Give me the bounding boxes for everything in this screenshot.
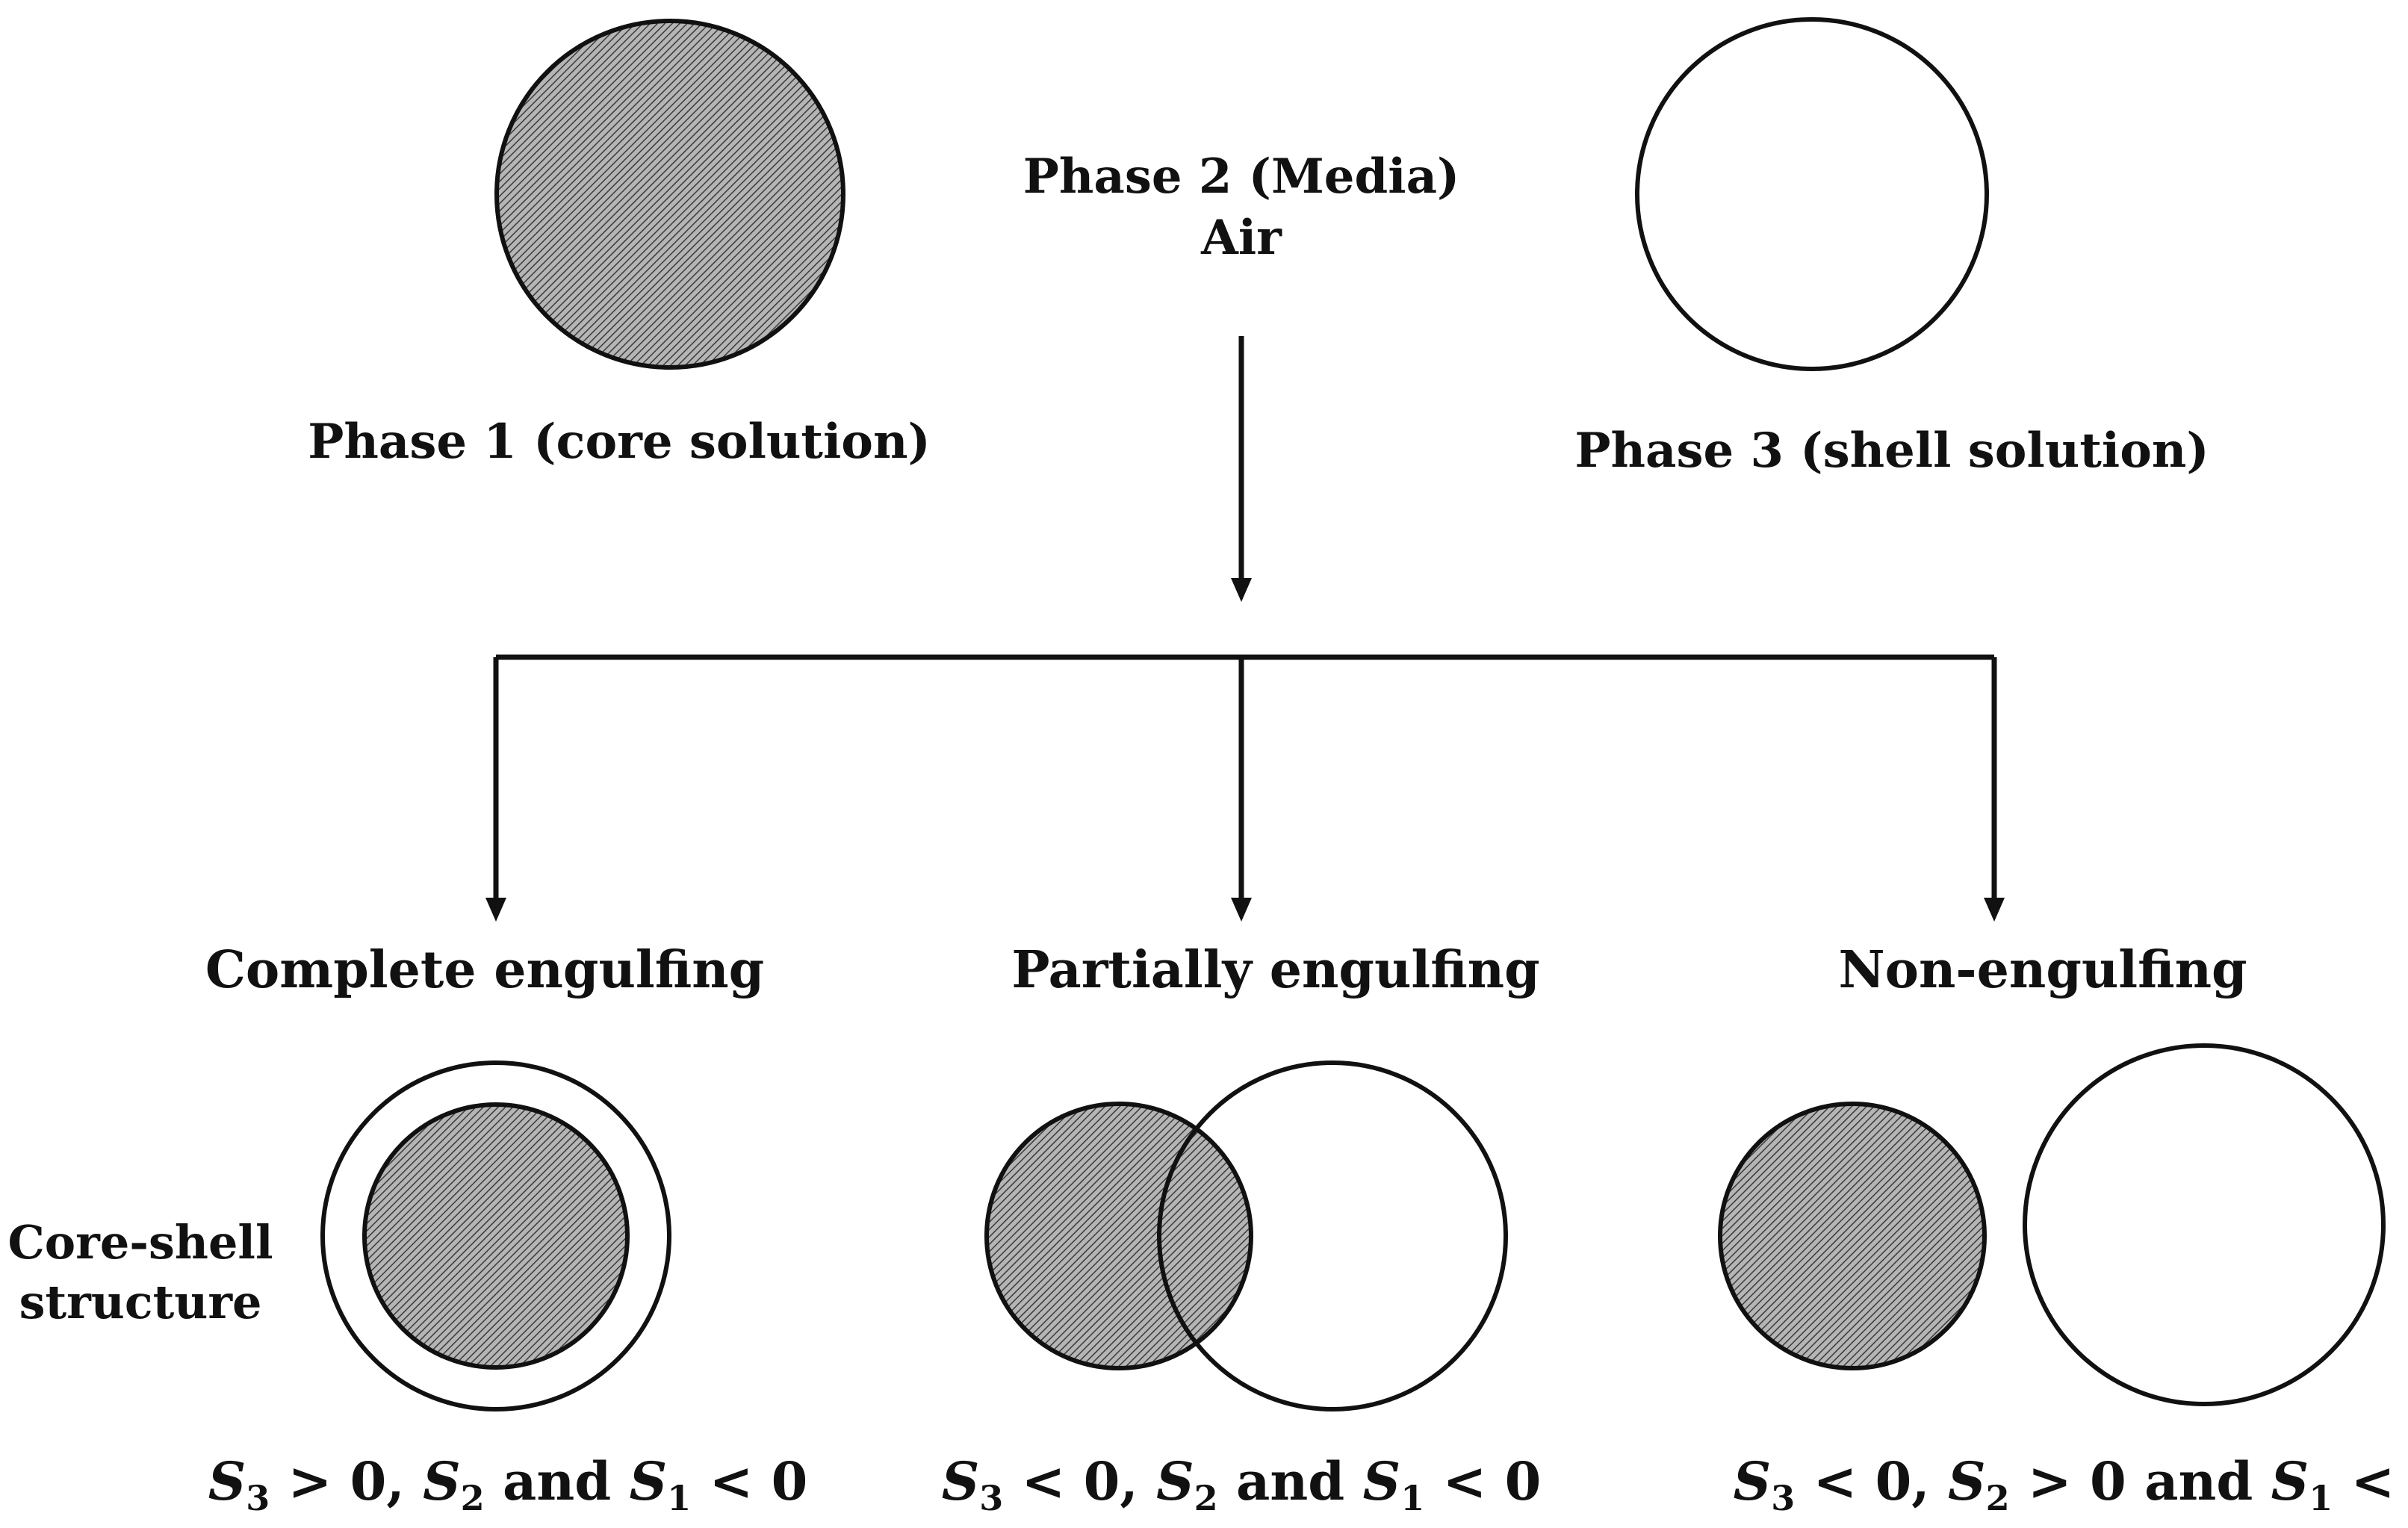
phase1-core-circle [494,19,845,370]
non-shell-circle [2023,1043,2386,1406]
outcome-title-complete: Complete engulfing [205,940,764,1000]
flow-connectors [493,336,1997,902]
right-arrowhead [1984,898,2005,922]
partial-core-circle [984,1102,1253,1370]
center-arrowhead [1231,898,1252,922]
partial-shell-circle [1157,1060,1508,1411]
outcome-title-non: Non-engulfing [1838,940,2247,1000]
outcome-title-partial: Partially engulfing [1011,940,1539,1000]
non-core-circle [1718,1102,1987,1370]
core-shell-inner-core [362,1102,630,1370]
arrowheads [485,578,2005,922]
core-shell-label-line1: Core-shell [7,1215,273,1270]
core-shell-label-line2: structure [19,1275,262,1329]
phase3-shell-circle [1635,17,1989,371]
phase1-label: Phase 1 (core solution) [308,414,931,470]
main-arrowhead [1231,578,1252,602]
condition-partial: S3 < 0, S2 and S1 < 0 [942,1450,1542,1518]
phase2-label: Phase 2 (Media) [1023,149,1460,205]
phase3-label: Phase 3 (shell solution) [1574,423,2209,479]
condition-complete: S3 > 0, S2 and S1 < 0 [208,1450,808,1518]
left-arrowhead [485,898,506,922]
phase2-sublabel: Air [1200,210,1282,266]
condition-non: S3 < 0, S2 > 0 and S1 < 0 [1734,1450,2408,1518]
